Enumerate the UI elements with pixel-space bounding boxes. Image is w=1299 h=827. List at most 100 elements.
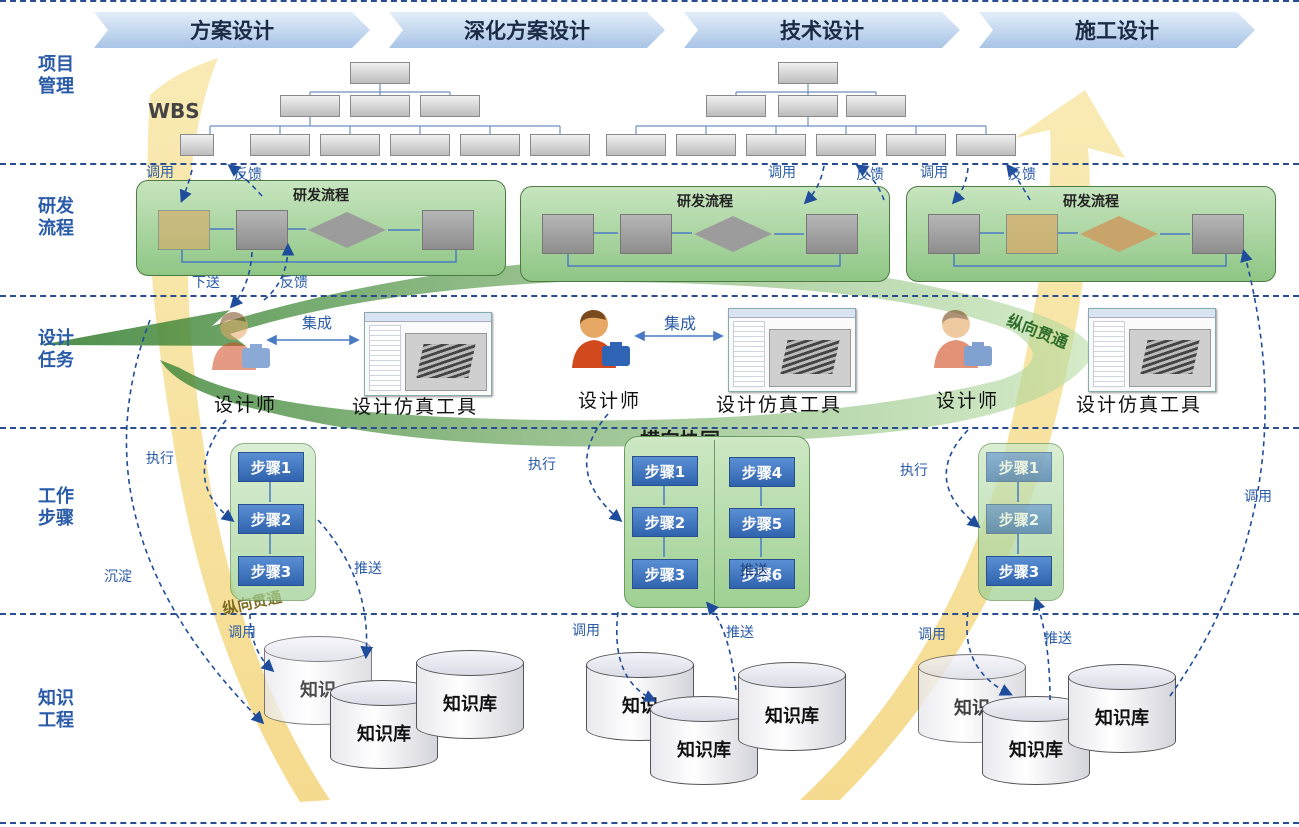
wbs-node [886,134,946,156]
execute-label: 执行 [528,457,556,473]
wbs-node [350,95,410,117]
wbs-node [956,134,1016,156]
call-label: 调用 [572,623,600,639]
designer-icon [212,312,270,370]
work-step: 步骤2 [632,507,698,537]
work-step: 步骤2 [986,504,1052,534]
wbs-label: WBS [148,99,200,123]
work-step: 步骤1 [238,452,304,482]
process-step-box [806,214,858,254]
execute-label: 执行 [900,463,928,479]
tool-label: 设计仿真工具 [352,396,479,418]
call-label: 调用 [920,165,948,181]
work-step: 步骤2 [238,504,304,534]
process-step-box [620,214,672,254]
row-label-knowledge: 知识 工程 [38,688,74,731]
wbs-node [816,134,876,156]
work-step: 步骤1 [632,456,698,486]
wbs-node [778,95,838,117]
push-label: 推送 [726,625,754,641]
row-separator [0,613,1299,615]
call-label: 调用 [146,165,174,181]
push-label: 推送 [354,561,382,577]
row-separator [0,0,1299,2]
wbs-node [606,134,666,156]
work-step: 步骤3 [986,556,1052,586]
integration-label: 集成 [302,314,333,332]
work-step: 步骤4 [729,457,795,487]
stage-scheme-design: 方案设计 [94,12,370,48]
call-label: 调用 [918,627,946,643]
simulation-tool-screenshot [364,312,492,396]
wbs-node [460,134,520,156]
knowledge-base-cylinder: 知识库 [416,650,524,750]
call-label: 调用 [1244,489,1272,505]
rd-process-title: 研发流程 [677,194,733,210]
process-step-box [1006,214,1058,254]
process-step-box [542,214,594,254]
row-separator [0,822,1299,824]
rd-process-title: 研发流程 [293,188,349,204]
wbs-node [676,134,736,156]
simulation-tool-screenshot [1088,308,1216,392]
wbs-node [778,62,838,84]
send-down-label: 下送 [192,275,220,291]
wbs-node [530,134,590,156]
settle-label: 沉淀 [104,569,132,585]
work-step: 步骤3 [238,556,304,586]
feedback-label: 反馈 [280,275,308,291]
process-step-box [1192,214,1244,254]
row-label-project-mgmt: 项目 管理 [38,54,74,97]
knowledge-base-cylinder: 知识库 [1068,664,1176,764]
wbs-node [320,134,380,156]
integration-label: 集成 [664,314,697,333]
feedback-label: 反馈 [1008,167,1036,183]
horizontal-ring [40,258,1092,447]
step-arrows [269,482,1019,557]
vertical-arc-left [147,58,330,802]
work-step: 步骤5 [729,508,795,538]
wbs-node [746,134,806,156]
wbs-node [350,62,410,84]
tool-label: 设计仿真工具 [716,394,843,416]
feedback-label: 反馈 [234,167,262,183]
designer-icon [572,310,630,368]
simulation-tool-screenshot [728,308,856,392]
push-label: 推送 [740,563,768,579]
work-step: 步骤6 [729,559,795,589]
push-label: 推送 [1044,631,1072,647]
row-label-design-task: 设计 任务 [38,328,74,371]
call-label: 调用 [768,165,796,181]
designer-icon [934,310,992,368]
wbs-node [846,95,906,117]
designer-label: 设计师 [578,390,642,412]
process-step-box [928,214,980,254]
stage-deepened-scheme: 深化方案设计 [389,12,665,48]
process-arrows [181,228,1227,267]
execute-label: 执行 [146,451,174,467]
stage-technical-design: 技术设计 [684,12,960,48]
work-step: 步骤3 [632,559,698,589]
row-separator [0,163,1299,165]
wbs-node [280,95,340,117]
knowledge-base-cylinder: 知识库 [738,662,846,762]
wbs-node [390,134,450,156]
row-separator [0,295,1299,297]
panel-divider [714,440,715,604]
rd-process-title: 研发流程 [1063,194,1119,210]
row-separator [0,427,1299,429]
process-step-box [236,210,288,250]
row-label-work-steps: 工作 步骤 [38,486,74,529]
feedback-label: 反馈 [856,167,884,183]
designer-label: 设计师 [936,390,1000,412]
process-step-box [158,210,210,250]
wbs-node [420,95,480,117]
call-label: 调用 [228,625,256,641]
wbs-node [250,134,310,156]
designer-label: 设计师 [214,394,278,416]
stage-construction-design: 施工设计 [979,12,1255,48]
tool-label: 设计仿真工具 [1076,394,1203,416]
process-step-box [422,210,474,250]
integration-arrows [266,330,724,346]
